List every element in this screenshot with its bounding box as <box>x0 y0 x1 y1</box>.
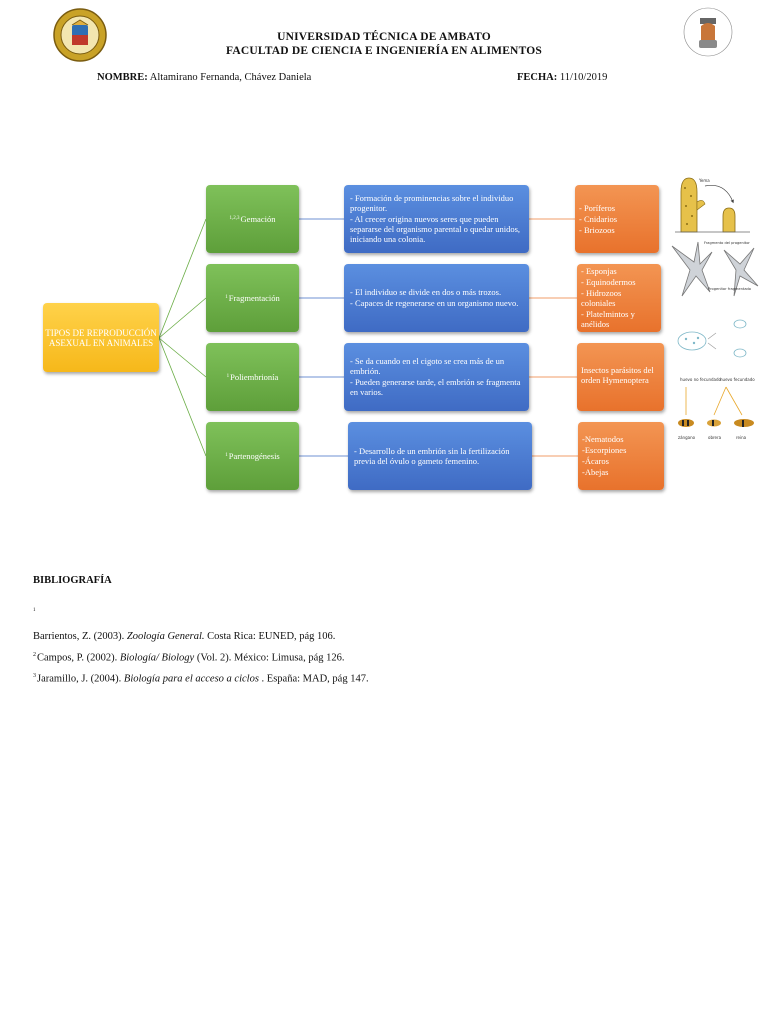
entry-title: Biología para el acceso a ciclos <box>123 673 259 685</box>
example-item: - Briozoos <box>579 224 615 235</box>
description-node-fragmentacion: - El individuo se divide en dos o más tr… <box>344 264 529 332</box>
example-item: - Platelmintos y anélidos <box>581 309 635 329</box>
footnote-mark: 1 <box>33 608 36 613</box>
description-line: - Formación de prominencias sobre el ind… <box>350 193 514 213</box>
bee-caption-2: obrera <box>708 435 722 440</box>
entry-text: Costa Rica: EUNED, pág 106. <box>204 631 336 642</box>
example-item: -Nematodos <box>582 434 624 444</box>
examples-node-fragmentacion: - Esponjas - Equinodermos - Hidrozoos co… <box>577 264 661 332</box>
example-item: -Abejas <box>582 467 609 477</box>
example-item: -Escorpiones <box>582 445 627 455</box>
description-line: - Desarrollo de un embrión sin la fertil… <box>354 445 510 466</box>
description-line: - Al crecer origina nuevos seres que pue… <box>350 214 521 244</box>
root-node: TIPOS DE REPRODUCCIÓN ASEXUAL EN ANIMALE… <box>43 303 159 372</box>
entry-text: Jaramillo, J. (2004). <box>37 673 124 685</box>
entry-text: Campos, P. (2002). <box>37 652 120 664</box>
bee-caption-3: reina <box>736 435 747 440</box>
example-item: Insectos parásitos del orden Hymenoptera <box>581 365 654 385</box>
fragment-label-1: Fragmento del progenitor <box>704 241 750 245</box>
description-node-poliembrionia: - Se da cuando en el cigoto se crea más … <box>344 343 529 411</box>
example-item: -Ácaros <box>582 456 609 466</box>
name-line: NOMBRE: Altamirano Fernanda, Chávez Dani… <box>97 72 311 83</box>
bibliography-entry-1: Barrientos, Z. (2003). Zoología General.… <box>33 631 335 642</box>
example-item: - Equinodermos <box>581 277 636 287</box>
example-item: - Cnidarios <box>579 213 618 224</box>
date-value: 11/10/2019 <box>559 72 608 83</box>
bibliography-entry-3: 3Jaramillo, J. (2004). Biología para el … <box>33 673 369 685</box>
description-line: - Pueden generarse tarde, el embrión se … <box>350 377 521 397</box>
polyembryony-illustration <box>668 315 758 365</box>
faculty-title: FACULTAD DE CIENCIA E INGENIERÍA EN ALIM… <box>226 45 542 57</box>
entry-text: Barrientos, Z. (2003). <box>33 631 127 642</box>
connector-lines <box>158 218 578 457</box>
type-sup: 1 <box>225 453 228 458</box>
bud-label: Yema <box>698 178 710 183</box>
type-sup: 1,2,3 <box>229 216 240 221</box>
entry-sup: 2 <box>33 652 36 658</box>
bibliography-entry-2: 2Campos, P. (2002). Biología/ Biology (V… <box>33 652 345 664</box>
date-label: FECHA: <box>517 72 558 83</box>
entry-text: (Vol. 2). México: Limusa, pág 126. <box>194 652 345 664</box>
type-label: Poliembrionía <box>230 372 279 382</box>
type-label: Fragmentación <box>228 293 280 303</box>
bibliography-title: BIBLIOGRAFÍA <box>33 575 112 586</box>
description-line: - El individuo se divide en dos o más tr… <box>350 287 502 297</box>
budding-illustration: Yema <box>675 172 750 234</box>
example-item: - Hidrozoos coloniales <box>581 288 622 308</box>
type-label: Gemación <box>240 214 276 224</box>
bee-caption-1: zángano <box>678 435 696 440</box>
entry-sup: 3 <box>33 673 36 679</box>
description-line: - Se da cuando en el cigoto se crea más … <box>350 356 505 376</box>
fragmentation-illustration: Fragmento del progenitor Progenitor frag… <box>668 240 762 300</box>
parthenogenesis-illustration: huevo no fecundado huevo fecundado zánga… <box>668 375 762 445</box>
university-logo <box>52 8 108 62</box>
entry-title: Zoología General. <box>126 631 205 642</box>
example-item: - Poríferos <box>579 202 616 213</box>
fragment-label-2: Progenitor fragmentado <box>708 287 751 291</box>
examples-node-poliembrionia: Insectos parásitos del orden Hymenoptera <box>577 343 664 411</box>
entry-title: Biología/ Biology <box>119 652 195 664</box>
bee-label-2: huevo fecundado <box>720 377 755 382</box>
examples-node-gemacion: - Poríferos - Cnidarios - Briozoos <box>575 185 659 253</box>
name-label: NOMBRE: <box>97 72 148 83</box>
entry-text: . España: MAD, pág 147. <box>258 673 369 685</box>
example-item: - Esponjas <box>581 266 617 276</box>
type-sup: 1 <box>226 374 230 379</box>
date-line: FECHA: 11/10/2019 <box>517 72 607 83</box>
description-line: - Capaces de regenerarse en un organismo… <box>350 298 519 308</box>
type-label: Partenogénesis <box>228 451 280 461</box>
type-sup: 1 <box>225 295 228 300</box>
examples-node-partenogenesis: -Nematodos -Escorpiones -Ácaros -Abejas <box>578 422 664 490</box>
description-node-gemacion: - Formación de prominencias sobre el ind… <box>344 185 529 253</box>
name-value: Altamirano Fernanda, Chávez Daniela <box>149 72 312 83</box>
university-title: UNIVERSIDAD TÉCNICA DE AMBATO <box>277 31 491 43</box>
faculty-logo <box>683 4 733 60</box>
bee-label-1: huevo no fecundado <box>680 377 722 382</box>
description-node-partenogenesis: - Desarrollo de un embrión sin la fertil… <box>348 422 532 490</box>
